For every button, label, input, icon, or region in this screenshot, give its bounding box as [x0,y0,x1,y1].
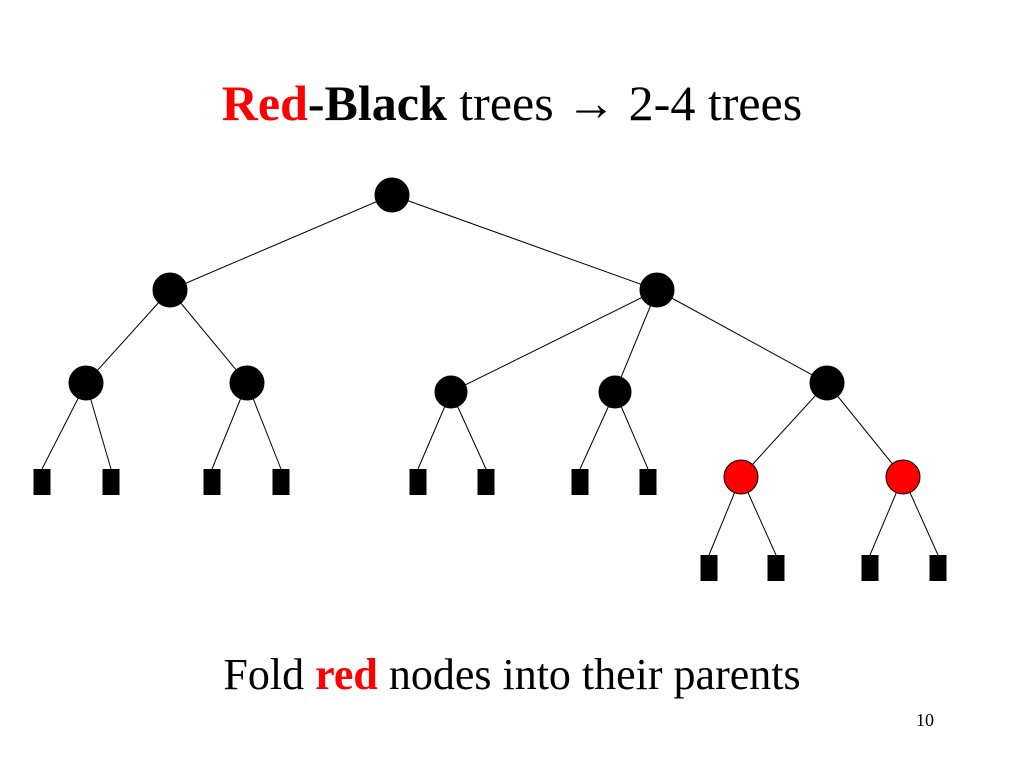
black-node [598,375,632,409]
black-node [229,365,265,401]
tree-edge [614,289,658,393]
caption-suffix: nodes into their parents [377,650,801,699]
tree-edge [169,289,248,384]
tree-edges [41,194,939,556]
nil-leaf [861,555,879,581]
tree-edge [169,194,393,291]
red-black-tree-diagram [33,177,947,581]
nil-leaf [767,555,785,581]
slide-caption: Fold red nodes into their parents [0,645,1024,705]
black-node [152,272,188,308]
arrow-icon: → [566,75,617,131]
tree-edge [450,289,658,393]
black-node [68,365,104,401]
title-red-word: Red [221,75,308,131]
black-node [809,365,845,401]
page-number: 10 [916,710,934,730]
black-node [434,375,468,409]
nil-leaf [102,469,120,495]
nil-leaf [33,469,51,495]
red-node [723,459,759,495]
black-node [639,272,675,308]
nil-leaf [929,555,947,581]
black-node [374,177,410,213]
nil-leaf [639,469,657,495]
nil-leaf [571,469,589,495]
tree-edge [85,289,171,384]
tree-edge [391,194,658,291]
tree-nodes [68,177,921,495]
nil-leaf [272,469,290,495]
caption-prefix: Fold [223,650,316,699]
title-trees-word: trees [446,75,567,131]
tree-edge [740,382,828,478]
caption-red-word: red [315,650,378,699]
nil-leaf [203,469,221,495]
tree-leaves [33,469,947,581]
tree-edge [826,382,904,478]
nil-leaf [409,469,427,495]
title-tail: 2-4 trees [616,75,803,131]
title-black-word: -Black [307,75,447,131]
red-node [885,459,921,495]
nil-leaf [477,469,495,495]
tree-edge [656,289,828,384]
slide-title: Red-Black trees → 2-4 trees [0,68,1024,138]
nil-leaf [700,555,718,581]
